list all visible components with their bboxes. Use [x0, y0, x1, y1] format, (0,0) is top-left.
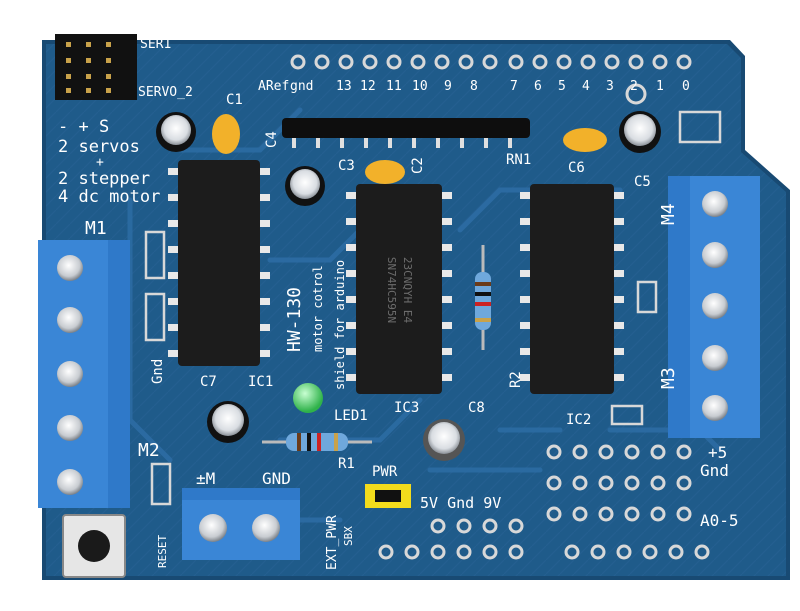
terminal-block-m3-m4[interactable] — [668, 176, 760, 438]
label-pin-6: 6 — [534, 79, 542, 94]
label-ext-pwr: EXT_PWR — [325, 515, 340, 570]
label-gnd-right: Gnd — [700, 461, 729, 480]
label-aref: ARef — [258, 79, 289, 94]
label-pin-13: 13 — [336, 79, 352, 94]
ceramic-cap-c6 — [563, 128, 607, 152]
label-c7: C7 — [200, 374, 217, 390]
screw-terminal[interactable] — [57, 415, 83, 441]
digital-pin-pads-low — [508, 54, 692, 70]
screw-terminal[interactable] — [702, 191, 728, 217]
label-plus5: +5 — [708, 443, 727, 462]
label-pwr: PWR — [372, 464, 398, 480]
label-gnd-top: gnd — [290, 79, 313, 94]
capacitor-c8-electrolytic — [423, 419, 465, 461]
label-gnd-term: GND — [262, 469, 291, 488]
screw-terminal[interactable] — [57, 469, 83, 495]
label-ic3: IC3 — [394, 400, 419, 416]
label-pin-4: 4 — [582, 79, 590, 94]
label-c2: C2 — [410, 157, 426, 174]
screw-terminal[interactable] — [57, 361, 83, 387]
label-pwr-pins: 5V Gnd 9V — [420, 494, 501, 512]
screw-terminal[interactable] — [702, 345, 728, 371]
ic1-chip — [168, 160, 270, 366]
led1-green — [293, 383, 323, 413]
capacitor-c1-electrolytic — [156, 112, 196, 152]
label-rn1: RN1 — [506, 152, 531, 168]
label-pin-1: 1 — [656, 79, 664, 94]
rn1-resistor-network — [282, 118, 530, 148]
label-reset: RESET — [156, 535, 169, 568]
ic3-chip: 23CNQYH E4 SN74HC595N — [346, 184, 452, 394]
ic2-chip — [520, 184, 624, 394]
label-c6: C6 — [568, 160, 585, 176]
label-m3: M3 — [658, 367, 679, 389]
label-m2: M2 — [138, 440, 160, 461]
resistor-r1 — [262, 433, 372, 451]
label-motor-control: motor cotrol — [311, 265, 325, 352]
ceramic-cap-c2 — [365, 160, 405, 184]
screw-terminal[interactable] — [702, 293, 728, 319]
screw-terminal[interactable] — [252, 514, 280, 542]
label-m1: M1 — [85, 218, 107, 239]
label-servo2: SERVO_2 — [138, 85, 193, 100]
label-pin-10: 10 — [412, 79, 428, 94]
label-pin-0: 0 — [682, 79, 690, 94]
label-r1: R1 — [338, 456, 355, 472]
resistor-r2 — [475, 245, 491, 350]
small-pads — [144, 110, 722, 506]
label-pin-5: 5 — [558, 79, 566, 94]
ic3-marking-2: SN74HC595N — [385, 257, 398, 323]
label-pin-8: 8 — [470, 79, 478, 94]
label-servos: 2 servos — [58, 137, 140, 157]
label-gnd-left: Gnd — [150, 359, 166, 384]
capacitor-c7-electrolytic — [207, 401, 249, 443]
label-stepper: 2 stepper — [58, 169, 150, 189]
label-pin-11: 11 — [386, 79, 402, 94]
label-c3: C3 — [338, 158, 355, 174]
label-sbx: SBX — [342, 526, 355, 546]
servo-header[interactable] — [55, 34, 137, 100]
label-led1: LED1 — [334, 408, 368, 424]
label-c4: C4 — [264, 131, 280, 148]
capacitor-c3-electrolytic — [285, 166, 325, 206]
label-m4: M4 — [658, 203, 679, 225]
label-c5: C5 — [634, 174, 651, 190]
ceramic-cap-c1 — [212, 114, 240, 154]
label-ic2: IC2 — [566, 412, 591, 428]
terminal-block-m1-m2[interactable] — [38, 240, 130, 508]
ic3-marking-1: 23CNQYH E4 — [401, 257, 414, 324]
capacitor-c5-electrolytic — [619, 111, 661, 153]
label-c1: C1 — [226, 92, 243, 108]
digital-pin-pads-high — [290, 54, 498, 70]
analog-pin-pads — [546, 444, 710, 560]
label-dc-motor: 4 dc motor — [58, 187, 160, 207]
label-ser1: SER1 — [140, 37, 171, 52]
screw-terminal[interactable] — [57, 255, 83, 281]
reset-button[interactable] — [62, 514, 126, 578]
screw-terminal[interactable] — [702, 242, 728, 268]
pwr-jumper[interactable] — [365, 484, 411, 508]
label-pins-sign: - + S — [58, 117, 109, 137]
label-plus-m: ±M — [196, 469, 215, 488]
label-shield-for-arduino: shield for arduino — [333, 260, 347, 390]
label-r2: R2 — [508, 371, 524, 388]
label-pin-3: 3 — [606, 79, 614, 94]
screw-terminal[interactable] — [199, 514, 227, 542]
label-pin-12: 12 — [360, 79, 376, 94]
label-pin-2: 2 — [630, 79, 638, 94]
label-a0-5: A0-5 — [700, 511, 739, 530]
label-c8: C8 — [468, 400, 485, 416]
mounting-hole-top — [625, 83, 647, 105]
screw-terminal[interactable] — [57, 307, 83, 333]
label-pin-7: 7 — [510, 79, 518, 94]
screw-terminal[interactable] — [702, 395, 728, 421]
label-hw130: HW-130 — [284, 287, 305, 352]
label-pin-9: 9 — [444, 79, 452, 94]
terminal-block-ext-pwr[interactable] — [182, 488, 300, 560]
power-pin-pads — [378, 518, 524, 560]
label-ic1: IC1 — [248, 374, 273, 390]
label-plus: + — [96, 155, 104, 170]
